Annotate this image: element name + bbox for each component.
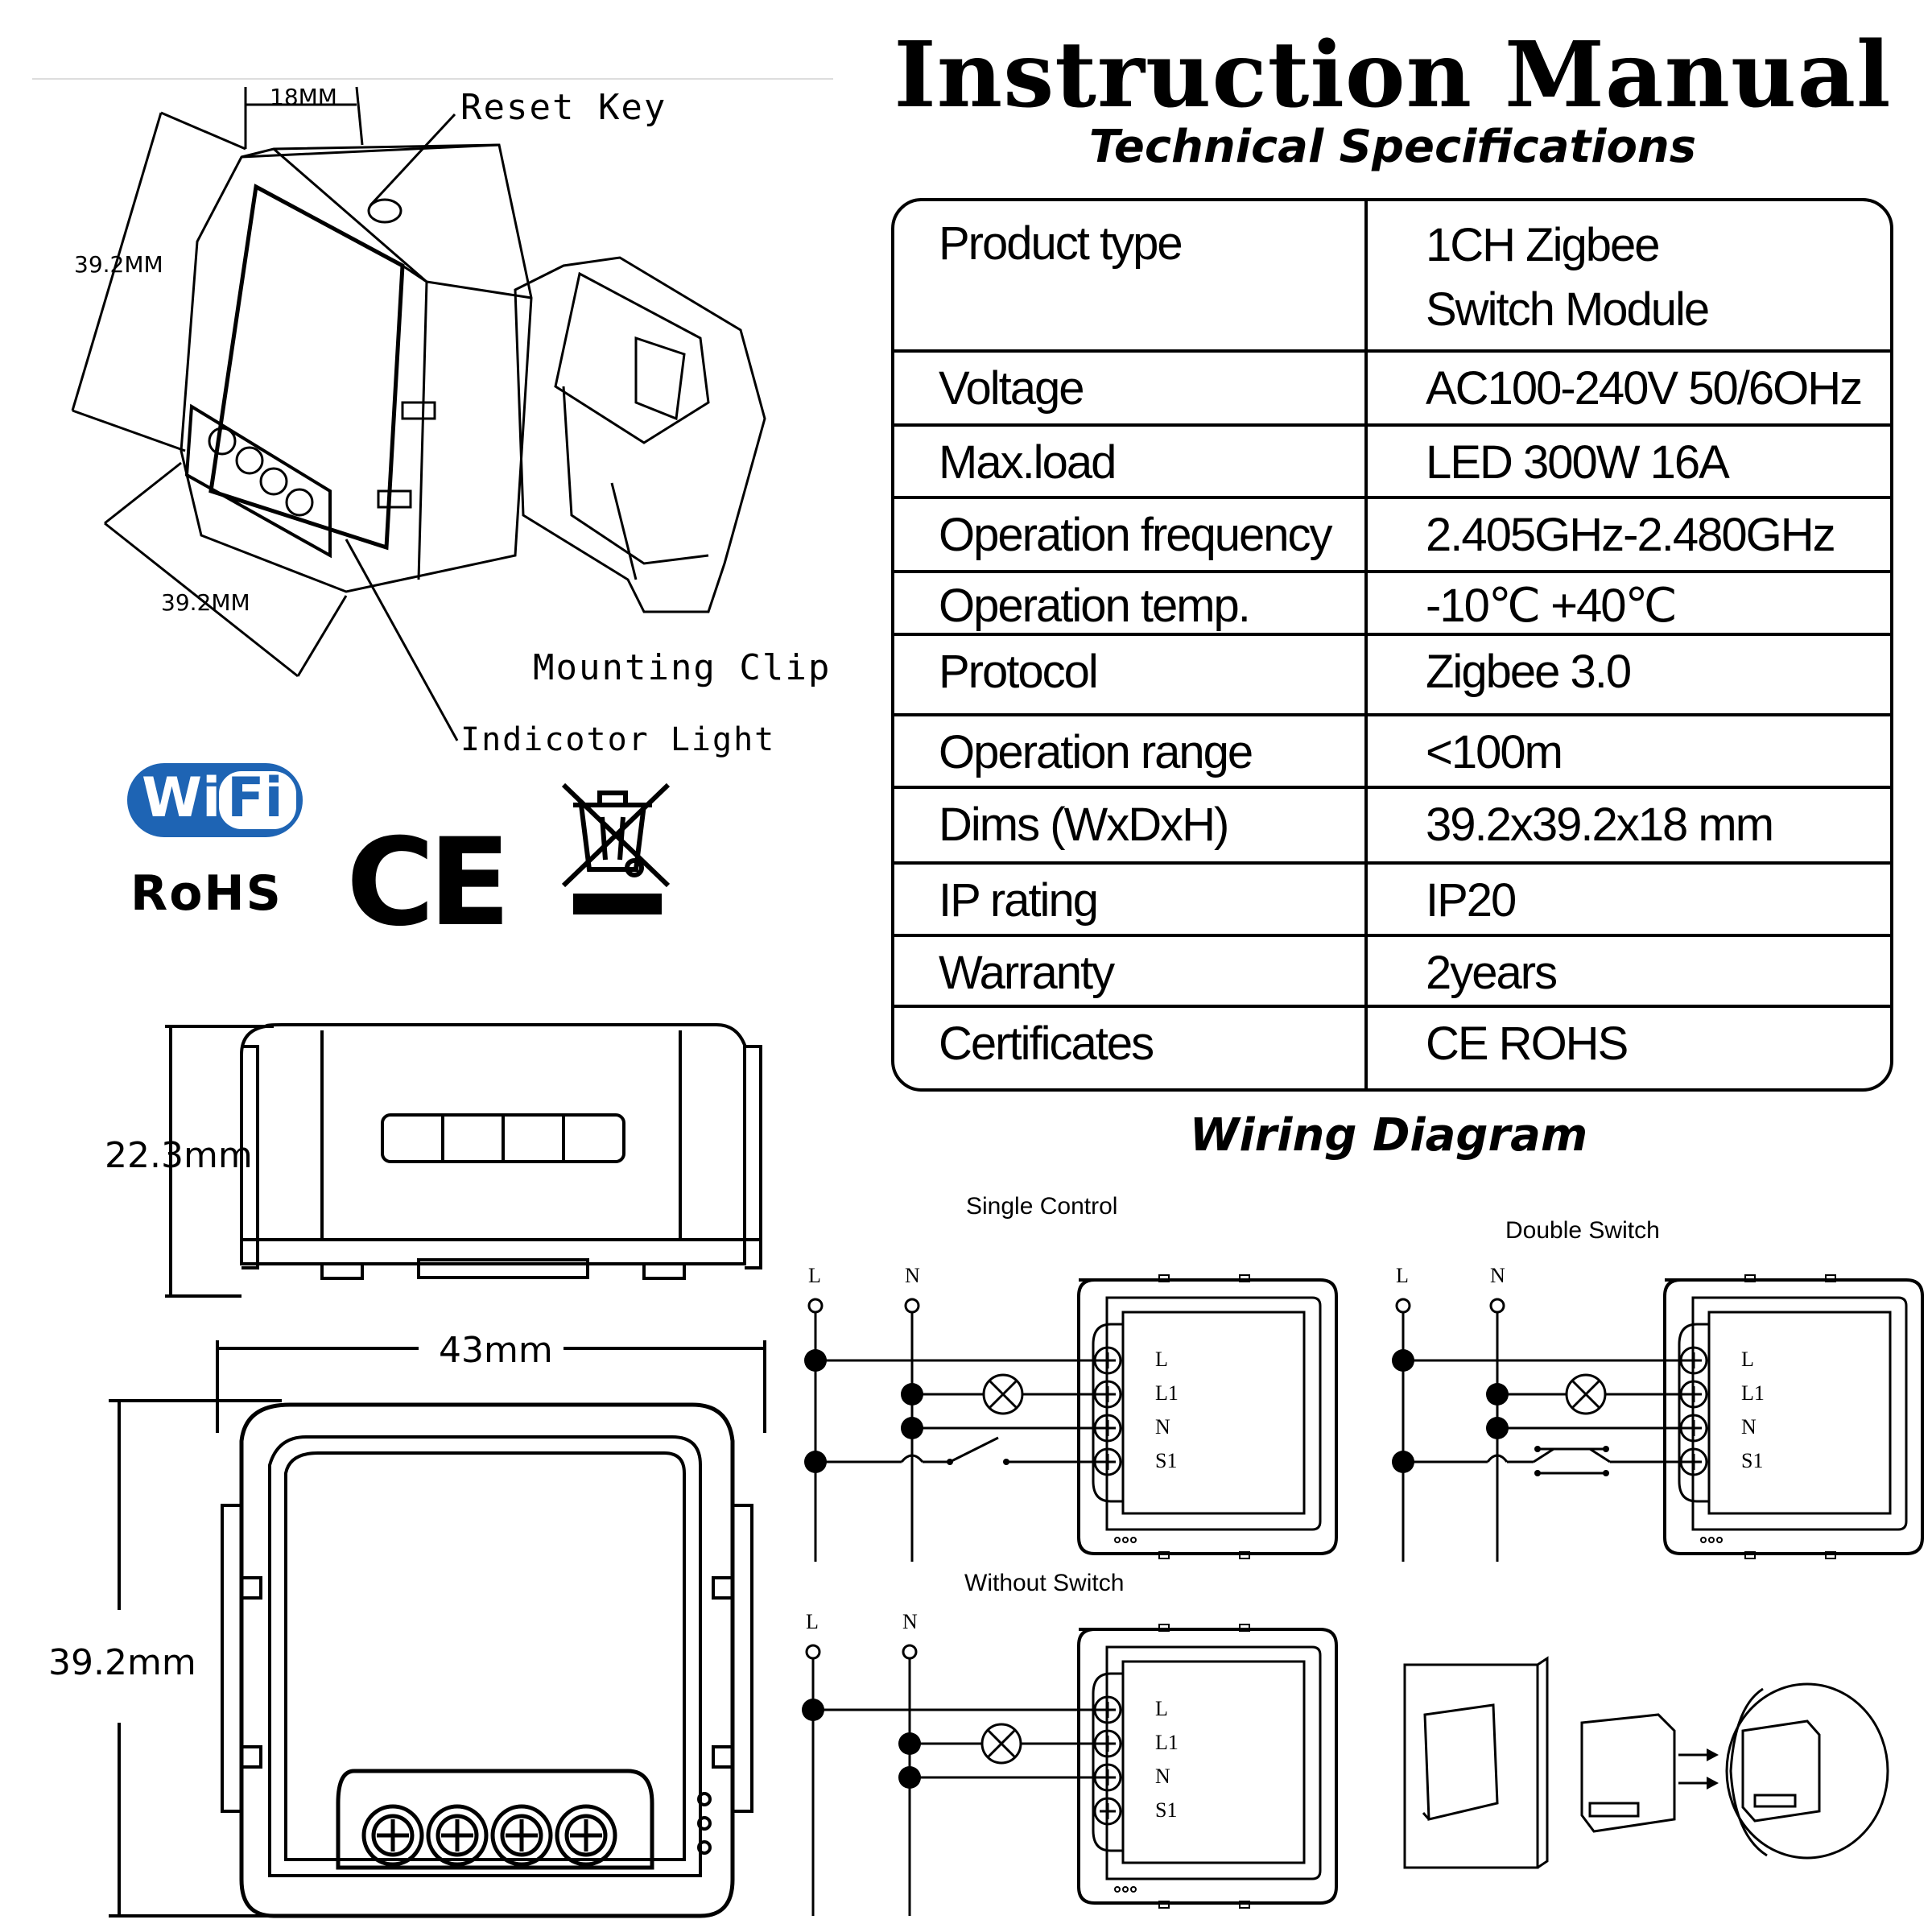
single-l-label: L — [808, 1264, 821, 1287]
spec-row: Max.load LED 300W 16A — [894, 427, 1890, 499]
spec-table: Product type 1CH Zigbee Switch Module Vo… — [891, 198, 1893, 1092]
spec-row: Dims (WxDxH) 39.2x39.2x18 mm — [894, 789, 1890, 865]
spec-value: -10℃ +40℃ — [1426, 580, 1678, 632]
spec-row: Operation temp. -10℃ +40℃ — [894, 573, 1890, 636]
terminal-label: L1 — [1155, 1731, 1179, 1754]
spec-label: Protocol — [939, 646, 1099, 698]
spec-value: Switch Module — [1426, 283, 1710, 336]
terminal-label: S1 — [1155, 1449, 1178, 1472]
indicator-light-callout: Indicotor Light — [460, 721, 776, 758]
spec-row: Certificates CE ROHS — [894, 1008, 1890, 1088]
dim-width-label: 39.2MM — [161, 589, 250, 616]
terminal-label: L1 — [1741, 1381, 1765, 1405]
column-divider — [1364, 201, 1368, 1088]
reset-key-callout: Reset Key — [460, 87, 667, 128]
terminal-label: N — [1155, 1765, 1170, 1788]
spec-label: Operation range — [939, 726, 1253, 778]
spec-value: 39.2x39.2x18 mm — [1426, 799, 1774, 851]
spec-label: Warranty — [939, 947, 1115, 999]
spec-label: IP rating — [939, 874, 1099, 927]
terminal-label: L — [1155, 1348, 1168, 1371]
wifi-logo-wi: Wi — [142, 766, 221, 830]
terminal-label: L — [1155, 1697, 1168, 1720]
single-control-label: Single Control — [966, 1193, 1118, 1220]
rohs-mark: RoHS — [130, 865, 283, 922]
spec-label: Max.load — [939, 436, 1117, 489]
spec-label: Dims (WxDxH) — [939, 799, 1229, 851]
spec-row: Warranty 2years — [894, 937, 1890, 1008]
spec-value: CE ROHS — [1426, 1018, 1629, 1070]
wifi-logo-fi: Fi — [227, 766, 283, 830]
spec-label: Voltage — [939, 362, 1085, 415]
spec-row: Product type 1CH Zigbee Switch Module — [894, 201, 1890, 353]
terminal-label: S1 — [1155, 1798, 1178, 1822]
double-n-label: N — [1490, 1264, 1505, 1287]
spec-row: IP rating IP20 — [894, 865, 1890, 937]
terminal-label: L — [1741, 1348, 1754, 1371]
dim-height-label: 39.2MM — [74, 251, 163, 278]
ce-mark: CE — [346, 813, 511, 953]
spec-row: Voltage AC100-240V 50/6OHz — [894, 353, 1890, 427]
spec-label: Product type — [939, 217, 1183, 270]
spec-value: LED 300W 16A — [1426, 436, 1730, 489]
dim-depth-label: 18MM — [270, 84, 337, 110]
spec-value: 2.405GHz-2.480GHz — [1426, 509, 1836, 561]
mounting-clip-callout: Mounting Clip — [533, 647, 832, 688]
double-switch-label: Double Switch — [1505, 1217, 1660, 1244]
front-height-label: 39.2mm — [48, 1642, 196, 1683]
wiring-title: Wiring Diagram — [1189, 1109, 1588, 1162]
noswitch-n-label: N — [902, 1610, 918, 1633]
wifi-logo-fi-box — [219, 771, 296, 829]
side-height-label: 22.3mm — [105, 1135, 253, 1176]
spec-row: Operation frequency 2.405GHz-2.480GHz — [894, 499, 1890, 573]
spec-value: <100m — [1426, 726, 1563, 778]
page-title: Instruction Manual — [894, 23, 1892, 128]
terminal-label: N — [1741, 1415, 1757, 1439]
spec-label: Certificates — [939, 1018, 1154, 1070]
terminal-label: L1 — [1155, 1381, 1179, 1405]
terminal-label: N — [1155, 1415, 1170, 1439]
spec-value: 1CH Zigbee — [1426, 219, 1660, 271]
spec-value: IP20 — [1426, 874, 1517, 927]
double-l-label: L — [1396, 1264, 1409, 1287]
spec-value: 2years — [1426, 947, 1558, 999]
single-n-label: N — [905, 1264, 920, 1287]
front-width-label: 43mm — [439, 1330, 553, 1371]
without-switch-label: Without Switch — [964, 1570, 1125, 1596]
specs-subtitle: Technical Specifications — [1088, 121, 1697, 173]
spec-value: Zigbee 3.0 — [1426, 646, 1632, 698]
spec-row: Protocol Zigbee 3.0 — [894, 636, 1890, 716]
terminal-label: S1 — [1741, 1449, 1764, 1472]
spec-label: Operation temp. — [939, 580, 1251, 632]
spec-label: Operation frequency — [939, 509, 1333, 561]
spec-value: AC100-240V 50/6OHz — [1426, 362, 1863, 415]
noswitch-l-label: L — [806, 1610, 819, 1633]
spec-row: Operation range <100m — [894, 716, 1890, 789]
